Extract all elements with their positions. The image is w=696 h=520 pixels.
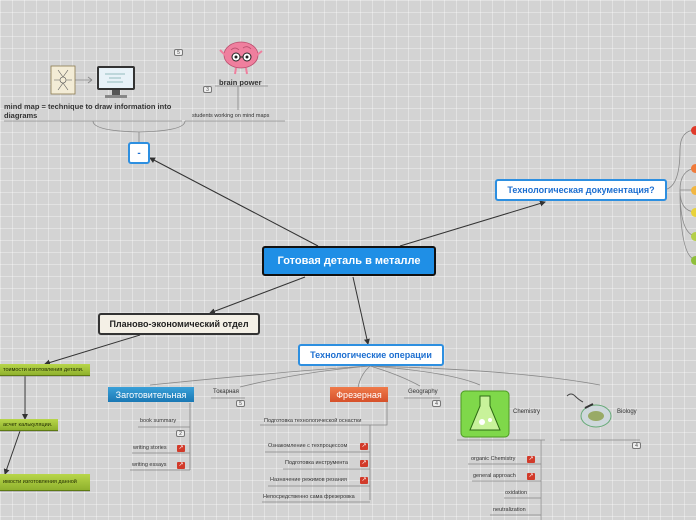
leaf-oxidation[interactable]: oxidation bbox=[505, 490, 528, 496]
students-label[interactable]: students working on mind maps bbox=[192, 113, 270, 119]
count-badge[interactable]: 3 bbox=[203, 86, 212, 93]
topic-dash[interactable]: - bbox=[128, 142, 150, 164]
planning-step-cost-detail[interactable]: имости изготовления данной bbox=[0, 474, 90, 491]
link-icon[interactable]: ↗ bbox=[177, 462, 185, 469]
edge-node-dot[interactable] bbox=[691, 186, 696, 195]
leaf-writing-stories[interactable]: writing stories bbox=[133, 445, 167, 451]
link-icon[interactable]: ↗ bbox=[527, 473, 535, 480]
subtopic-tokarnaya[interactable]: Токарная bbox=[213, 389, 239, 395]
edge-node-dot[interactable] bbox=[691, 232, 696, 241]
leaf-general-approach[interactable]: general approach bbox=[473, 473, 516, 479]
edge-node-dot[interactable] bbox=[691, 208, 696, 217]
leaf-neutralization[interactable]: neutralization bbox=[493, 507, 526, 513]
monitor-icon bbox=[95, 64, 137, 100]
subtopic-geography[interactable]: Geography bbox=[408, 389, 438, 395]
link-icon[interactable]: ↗ bbox=[360, 443, 368, 450]
link-icon[interactable]: ↗ bbox=[360, 460, 368, 467]
link-icon[interactable]: ↗ bbox=[360, 477, 368, 484]
leaf-cutting-modes[interactable]: Назначение режимов резания bbox=[270, 477, 347, 483]
leaf-process-review[interactable]: Ознакомление с техпроцессом bbox=[268, 443, 348, 449]
paper-sketch-icon bbox=[49, 64, 77, 96]
chemistry-flask-icon bbox=[460, 390, 510, 438]
edge-node-dot[interactable] bbox=[691, 126, 696, 135]
edge-node-dot[interactable] bbox=[691, 256, 696, 265]
leaf-organic-chemistry[interactable]: organic Chemistry bbox=[471, 456, 516, 462]
leaf-book-summary[interactable]: book summary bbox=[140, 418, 177, 424]
leaf-writing-essays[interactable]: writing essays bbox=[132, 462, 167, 468]
planning-step-calculation[interactable]: асчет калькуляции. bbox=[0, 419, 58, 431]
link-icon[interactable]: ↗ bbox=[527, 456, 535, 463]
count-badge[interactable]: 2 bbox=[176, 430, 185, 437]
count-badge[interactable]: 4 bbox=[432, 400, 441, 407]
link-icon[interactable]: ↗ bbox=[177, 445, 185, 452]
subtopic-zagotovitelnaya[interactable]: Заготовительная bbox=[108, 387, 194, 402]
leaf-tooling-prep[interactable]: Подготовка технологической оснастки bbox=[264, 418, 362, 424]
topic-technological-documentation[interactable]: Технологическая документация? bbox=[495, 179, 667, 201]
edge-node-dot[interactable] bbox=[691, 164, 696, 173]
count-badge[interactable]: 5 bbox=[236, 400, 245, 407]
subtopic-chemistry[interactable]: Chemistry bbox=[513, 409, 541, 415]
leaf-tool-prep[interactable]: Подготовка инструмента bbox=[285, 460, 348, 466]
microscope-icon bbox=[563, 390, 615, 436]
subtopic-biology[interactable]: Biology bbox=[617, 409, 637, 415]
leaf-milling[interactable]: Непосредственно сама фрезеровка bbox=[263, 494, 355, 500]
count-badge[interactable]: 5 bbox=[174, 49, 183, 56]
central-topic[interactable]: Готовая деталь в металле bbox=[262, 246, 436, 276]
topic-technological-operations[interactable]: Технологические операции bbox=[298, 344, 444, 366]
brain-power-label[interactable]: brain power bbox=[219, 78, 262, 87]
planning-step-cost[interactable]: тоимости изготовления детали. bbox=[0, 364, 90, 376]
subtopic-frezernaya[interactable]: Фрезерная bbox=[330, 387, 388, 402]
brain-mascot-icon bbox=[219, 38, 263, 76]
count-badge[interactable]: 4 bbox=[632, 442, 641, 449]
mind-map-definition[interactable]: mind map = technique to draw information… bbox=[4, 102, 172, 120]
topic-planning-department[interactable]: Планово-экономический отдел bbox=[98, 313, 260, 335]
